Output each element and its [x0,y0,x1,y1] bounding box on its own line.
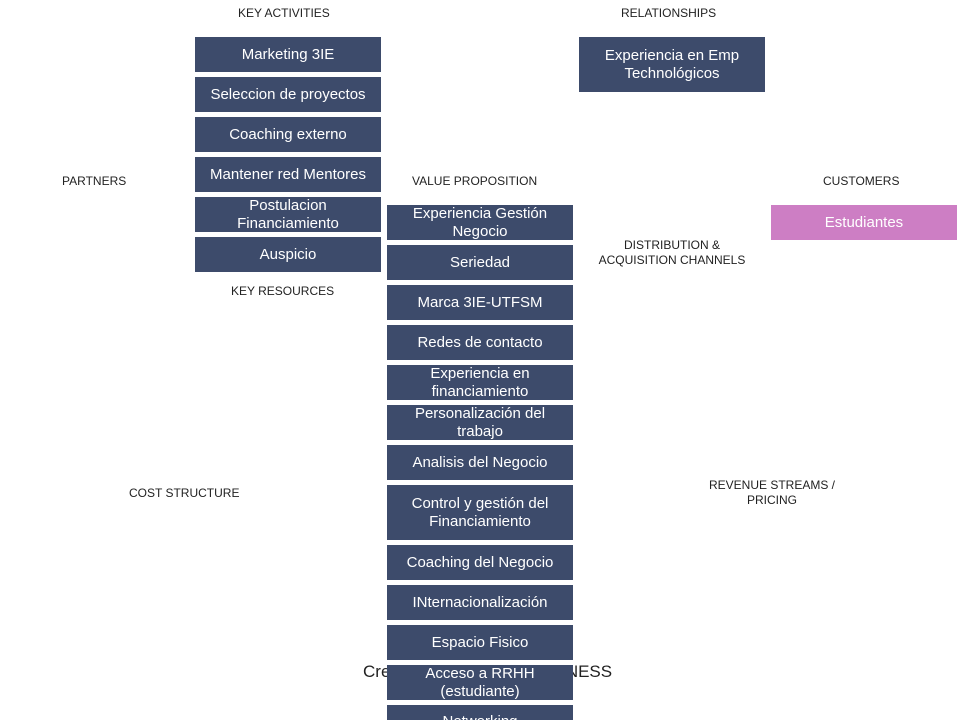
relationship-box: Experiencia en Emp Technológicos [579,37,765,92]
relationships-label: RELATIONSHIPS [621,6,717,20]
activity-box: Mantener red Mentores [195,157,381,192]
activity-box: Seleccion de proyectos [195,77,381,112]
cost-structure-label: COST STRUCTURE [129,486,240,500]
value-proposition-label: VALUE PROPOSITION [412,174,538,188]
value-box: Control y gestión del Financiamiento [387,485,573,540]
value-box: Redes de contacto [387,325,573,360]
activity-box: Coaching externo [195,117,381,152]
activity-box: Auspicio [195,237,381,272]
customer-box: Estudiantes [771,205,957,240]
customers-label: CUSTOMERS [823,174,900,188]
activity-box: Marketing 3IE [195,37,381,72]
activity-box: Postulacion Financiamiento [195,197,381,232]
key-resources-label: KEY RESOURCES [231,284,335,298]
value-box: Coaching del Negocio [387,545,573,580]
value-box: Acceso a RRHH (estudiante) [387,665,573,700]
value-box: Seriedad [387,245,573,280]
value-box: Personalización del trabajo [387,405,573,440]
partners-label: PARTNERS [62,174,127,188]
value-box: Networking [387,705,573,720]
value-box: Analisis del Negocio [387,445,573,480]
value-box: Marca 3IE-UTFSM [387,285,573,320]
value-box: Espacio Fisico [387,625,573,660]
revenue-streams-label: REVENUE STREAMS / PRICING [708,478,836,507]
value-box: Experiencia en financiamiento [387,365,573,400]
distribution-label: DISTRIBUTION & ACQUISITION CHANNELS [598,238,746,267]
value-box: INternacionalización [387,585,573,620]
value-box: Experiencia Gestión Negocio [387,205,573,240]
key-activities-label: KEY ACTIVITIES [238,6,330,20]
